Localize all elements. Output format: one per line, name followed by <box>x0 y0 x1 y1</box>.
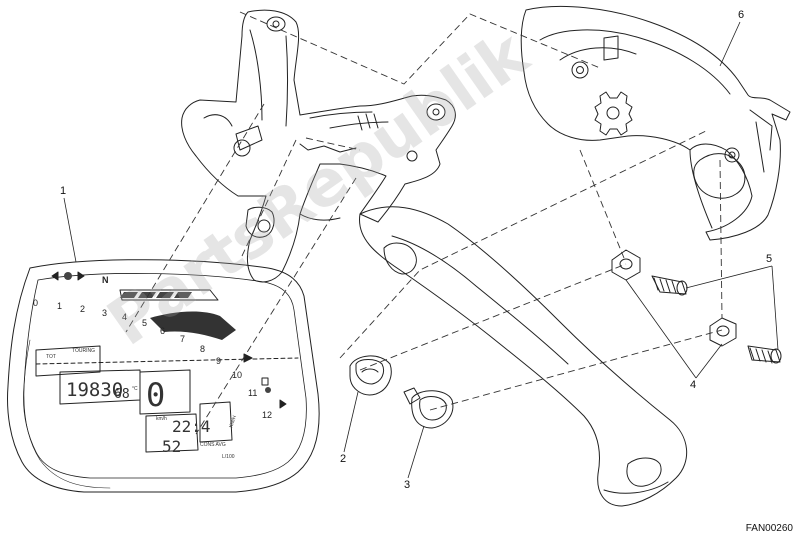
rpm-scale-label: 5 <box>142 318 147 328</box>
tot-label: TOT <box>46 354 56 360</box>
part-spacer <box>403 387 454 429</box>
speed-value: 0 <box>146 376 165 414</box>
callout-5: 5 <box>766 253 773 265</box>
callout-2: 2 <box>340 453 347 465</box>
assembly-lines <box>125 11 723 435</box>
part-instrument-panel <box>7 259 320 493</box>
callout-4: 4 <box>690 379 697 391</box>
rpm-scale-label: 10 <box>232 370 242 380</box>
rpm-scale-label: 11 <box>248 388 257 398</box>
callout-3: 3 <box>404 479 411 491</box>
touring-label: TOURING <box>72 348 95 354</box>
rpm-scale-label: 0 <box>33 298 38 308</box>
odometer-value: 19830 <box>66 379 123 401</box>
rpm-scale-label: 1 <box>57 301 62 311</box>
rpm-scale-label: 7 <box>180 334 185 344</box>
rpm-scale-label: 3 <box>102 308 107 318</box>
part-dashboard-cover <box>359 206 688 507</box>
drawing-code: FAN00260 <box>745 523 793 534</box>
consumption-label: CONS AVG <box>200 442 226 448</box>
rpm-scale-label: 8 <box>200 344 205 354</box>
part-instrument-bracket <box>181 9 456 283</box>
consumption-unit: L/100 <box>222 454 235 460</box>
rpm-scale-label: 9 <box>216 356 221 366</box>
speed-unit: km/h <box>156 416 167 422</box>
part-upper-support-bracket <box>520 5 791 241</box>
clock-value: 22:4 <box>172 417 211 436</box>
part-bolts <box>651 275 782 364</box>
temperature-unit: °C <box>132 386 138 392</box>
rpm-scale-label: 2 <box>80 304 85 314</box>
rpm-scale-label: 4 <box>122 312 127 322</box>
gear-indicator: N <box>102 275 109 285</box>
callout-1: 1 <box>60 185 67 197</box>
callout-6: 6 <box>738 9 745 21</box>
consumption-value: 52 <box>162 437 181 456</box>
speed-side-label: KM/H <box>228 415 238 429</box>
rpm-scale-label: 12 <box>262 410 272 420</box>
part-grommet <box>349 355 392 396</box>
leader-lines <box>63 21 779 479</box>
temperature-value: 68 <box>114 387 130 402</box>
rpm-scale-label: 6 <box>160 326 165 336</box>
